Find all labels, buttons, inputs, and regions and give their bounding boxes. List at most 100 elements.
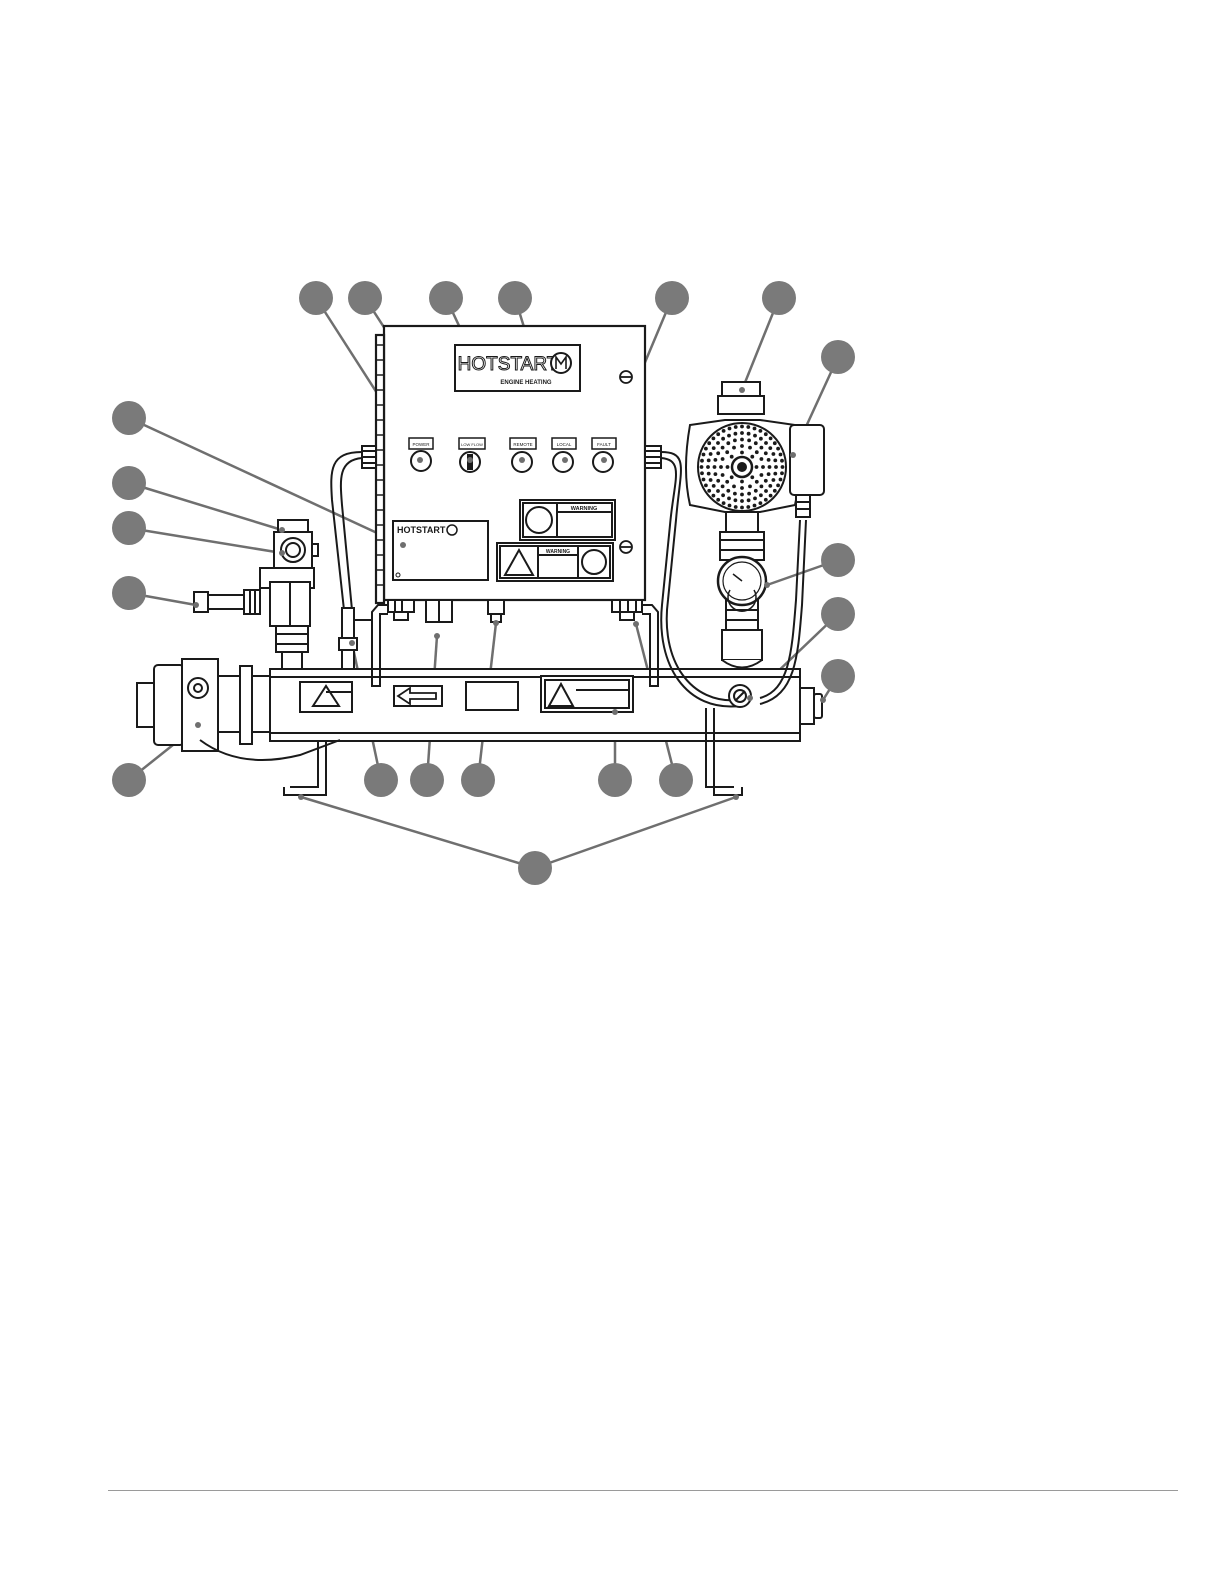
tank-data-decal <box>466 682 518 710</box>
grille-hole <box>709 478 713 482</box>
grille-hole <box>721 473 725 477</box>
callout-marker-icon <box>112 466 146 500</box>
callout-marker-icon <box>299 281 333 315</box>
grille-hole <box>773 459 777 463</box>
grille-hole <box>702 478 706 482</box>
power-indicator: POWER <box>409 438 433 471</box>
callout-marker-icon <box>518 851 552 885</box>
callout-marker-icon <box>821 543 855 577</box>
grille-hole <box>764 432 768 436</box>
grille-hole <box>764 498 768 502</box>
grille-hole <box>753 427 757 431</box>
grille-hole <box>721 437 725 441</box>
grille-hole <box>764 441 768 445</box>
grille-hole <box>760 446 764 450</box>
callout-marker-icon <box>659 763 693 797</box>
grille-hole <box>700 465 704 469</box>
grille-hole <box>772 452 776 456</box>
callout-marker-icon <box>348 281 382 315</box>
grille-hole <box>748 485 752 489</box>
grille-hole <box>714 472 718 476</box>
grille-hole <box>722 501 726 505</box>
grille-hole <box>721 446 725 450</box>
flow-direction-decal <box>394 686 442 706</box>
grille-hole <box>779 453 783 457</box>
grille-hole <box>734 505 738 509</box>
callout-marker-icon <box>821 659 855 693</box>
grille-hole <box>702 453 706 457</box>
grille-hole <box>706 465 710 469</box>
grille-hole <box>725 450 729 454</box>
callout-marker-icon <box>821 340 855 374</box>
screw-icon <box>620 541 632 553</box>
grille-hole <box>764 479 768 483</box>
grille-hole <box>753 497 757 501</box>
grille-hole <box>728 427 732 431</box>
grille-hole <box>716 451 720 455</box>
grille-hole <box>768 465 772 469</box>
grille-hole <box>716 479 720 483</box>
screw-icon <box>396 573 400 577</box>
grille-hole <box>716 441 720 445</box>
callout-marker-icon <box>598 763 632 797</box>
grille-hole <box>712 437 716 441</box>
callout-marker-icon <box>364 763 398 797</box>
grille-hole <box>734 432 738 436</box>
left-cable-gland <box>362 446 376 468</box>
grille-hole <box>719 465 723 469</box>
grille-hole <box>755 480 759 484</box>
grille-hole <box>700 471 704 475</box>
grille-hole <box>746 505 750 509</box>
grille-hole <box>761 465 765 469</box>
callout-marker-icon <box>655 281 689 315</box>
grille-hole <box>728 504 732 508</box>
grille-hole <box>716 432 720 436</box>
warning-label-lower-text: WARNING <box>546 549 570 555</box>
grille-hole <box>740 480 744 484</box>
grille-hole <box>700 459 704 463</box>
grille-hole <box>707 489 711 493</box>
warning-label-upper <box>520 500 615 540</box>
grille-hole <box>707 459 711 463</box>
callout-marker-icon <box>112 511 146 545</box>
grille-hole <box>740 438 744 442</box>
grille-hole <box>764 451 768 455</box>
grille-hole <box>759 501 763 505</box>
grille-hole <box>747 492 751 496</box>
brand-logo-text: HOTSTART <box>458 354 559 375</box>
callout-marker-icon <box>821 597 855 631</box>
grille-hole <box>769 437 773 441</box>
grille-hole <box>726 441 730 445</box>
grille-hole <box>746 425 750 429</box>
grille-hole <box>712 494 716 498</box>
grille-hole <box>704 484 708 488</box>
right-cable-gland <box>645 446 661 468</box>
grille-hole <box>740 506 744 510</box>
grille-hole <box>767 472 771 476</box>
grille-hole <box>768 446 772 450</box>
grille-hole <box>732 485 736 489</box>
remote-indicator-label: REMOTE <box>513 442 532 447</box>
fault-indicator-label: FAULT <box>597 442 611 447</box>
grille-hole <box>748 446 752 450</box>
grille-hole <box>727 497 731 501</box>
grille-hole <box>774 465 778 469</box>
grille-hole <box>707 472 711 476</box>
grille-hole <box>733 492 737 496</box>
grille-hole <box>769 494 773 498</box>
brand-logo-icon <box>447 525 457 535</box>
grille-hole <box>732 446 736 450</box>
grille-hole <box>753 504 757 508</box>
low-flow-sensor <box>339 608 357 669</box>
grille-hole <box>704 447 708 451</box>
grille-hole <box>759 493 763 497</box>
drain-valve <box>729 685 751 707</box>
grille-hole <box>754 441 758 445</box>
grille-hole <box>773 472 777 476</box>
grille-hole <box>759 437 763 441</box>
grille-hole <box>760 457 764 461</box>
grille-hole <box>747 498 751 502</box>
grille-hole <box>740 444 744 448</box>
grille-hole <box>750 455 754 459</box>
